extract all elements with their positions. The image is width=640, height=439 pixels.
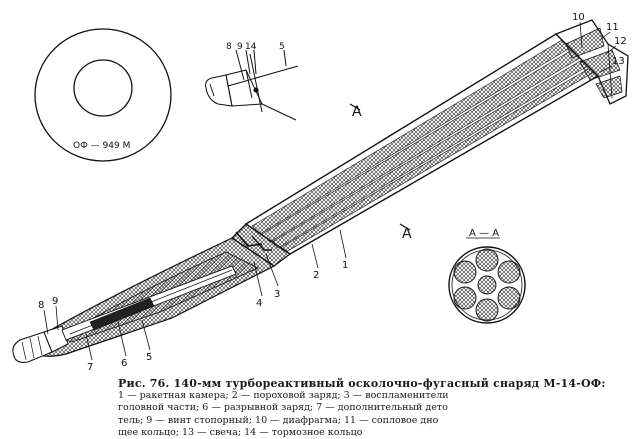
inset-label-9: 9 <box>237 42 243 52</box>
label-12: 12 <box>614 36 627 47</box>
legend-line-1: 1 — ракетная камера; 2 — пороховой заряд… <box>118 390 449 402</box>
inset-label-5: 5 <box>279 42 285 52</box>
legend-line-2: головной части; 6 — разрывной заряд; 7 —… <box>118 402 448 414</box>
label-6: 6 <box>121 358 127 369</box>
fuze-detail-inset: 8 9 14 5 <box>205 42 299 121</box>
callouts <box>43 21 617 361</box>
inset-label-8: 8 <box>226 42 232 52</box>
section-aa-label: А — А <box>469 228 499 239</box>
label-5: 5 <box>146 352 152 363</box>
legend-line-3: тель; 9 — винт стопорный; 10 — диафрагма… <box>118 414 439 426</box>
label-7: 7 <box>87 362 93 373</box>
label-1: 1 <box>342 260 348 271</box>
section-marker-lower: А <box>402 226 412 242</box>
label-8: 8 <box>38 300 44 311</box>
label-9: 9 <box>52 296 58 307</box>
rocket-body <box>12 19 629 363</box>
label-2: 2 <box>313 270 319 281</box>
label-3: 3 <box>274 289 280 300</box>
label-4: 4 <box>256 298 262 309</box>
section-marker-upper: А <box>352 104 362 120</box>
label-11: 11 <box>606 22 619 33</box>
disc-label: ОФ — 949 М <box>73 141 130 151</box>
label-10: 10 <box>572 12 585 23</box>
inset-label-14: 14 <box>245 42 257 52</box>
label-13: 13 <box>612 56 625 67</box>
caption-title: Рис. 76. 140-мм турбореактивный осколочн… <box>118 377 606 390</box>
caption-fade <box>440 392 640 432</box>
marking-disc: ОФ — 949 М <box>34 28 172 162</box>
cross-section-aa: А — А <box>448 228 526 324</box>
